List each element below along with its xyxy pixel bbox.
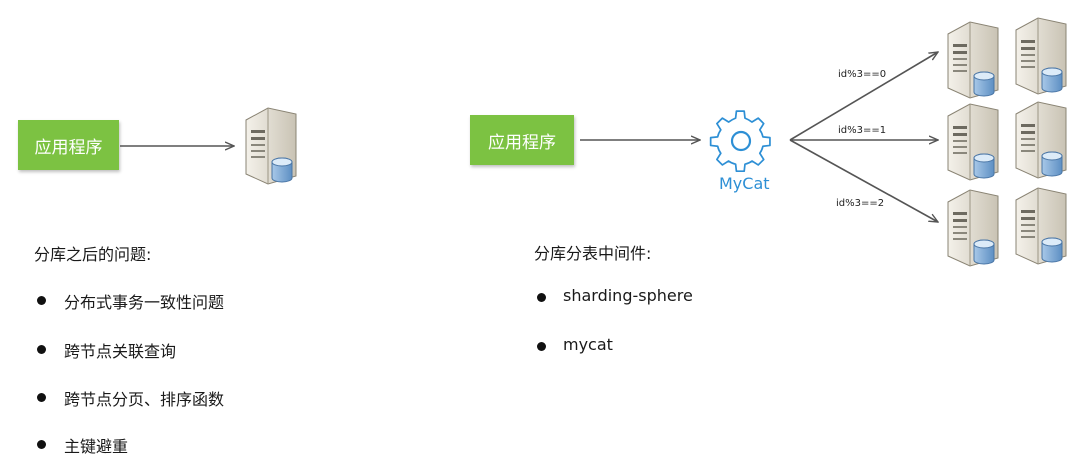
app-label-right: 应用程序 (488, 132, 556, 153)
left-bullet-1: 跨节点关联查询 (64, 342, 177, 361)
left-heading: 分库之后的问题: (34, 245, 152, 264)
route-label-0: id%3==0 (838, 69, 887, 80)
server-database-icon (947, 103, 999, 181)
mycat-label: MyCat (719, 174, 770, 193)
bullet-dot (37, 345, 46, 354)
server-database-icon (1015, 101, 1067, 179)
app-box-right: 应用程序 (470, 115, 574, 165)
route-label-1: id%3==1 (838, 125, 887, 136)
bullet-dot (537, 293, 546, 302)
server-database-icon (1015, 187, 1067, 265)
server-database-icon (947, 21, 999, 99)
left-bullet-0: 分布式事务一致性问题 (64, 293, 225, 312)
server-database-icon (1015, 17, 1067, 95)
route-label-2: id%3==2 (836, 198, 885, 209)
right-heading: 分库分表中间件: (534, 244, 652, 263)
route-arrow-0 (789, 52, 938, 141)
route-arrow-2 (789, 139, 938, 222)
left-bullet-3: 主键避重 (64, 437, 129, 456)
bullet-dot (537, 342, 546, 351)
right-bullet-0: sharding-sphere (563, 286, 693, 305)
server-database-icon (245, 107, 297, 185)
bullet-dot (37, 440, 46, 449)
server-database-icon (947, 189, 999, 267)
bullet-dot (37, 393, 46, 402)
right-bullet-1: mycat (563, 335, 613, 354)
bullet-dot (37, 296, 46, 305)
app-box-left: 应用程序 (18, 120, 119, 170)
gear-icon (709, 110, 771, 173)
app-label-left: 应用程序 (34, 137, 103, 158)
left-bullet-2: 跨节点分页、排序函数 (64, 390, 225, 409)
